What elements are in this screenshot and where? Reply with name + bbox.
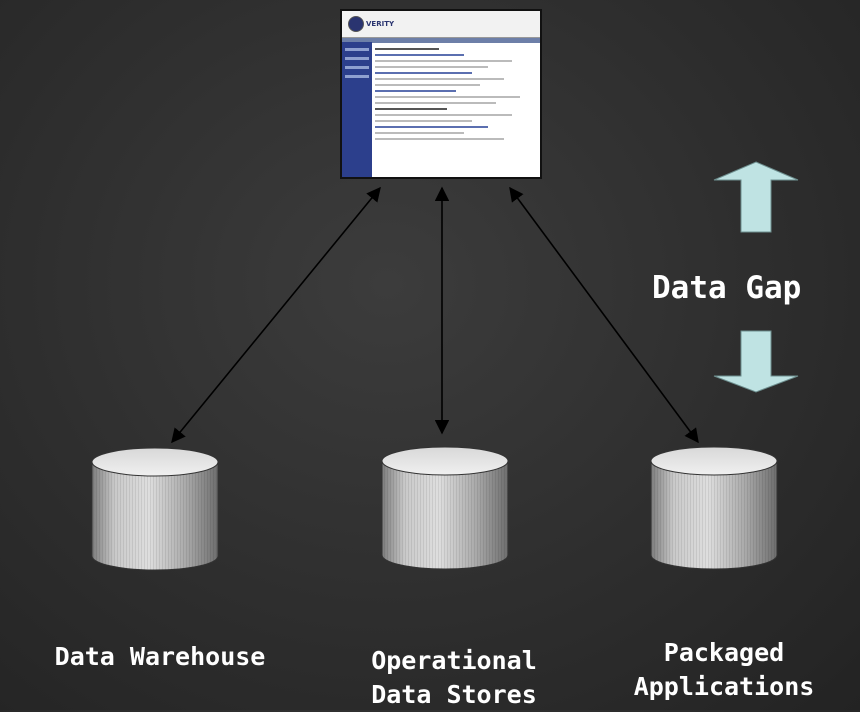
- screenshot-header: VERITY: [342, 11, 540, 38]
- cylinder-packaged: [650, 446, 778, 570]
- label-line: Operational: [371, 646, 537, 675]
- screenshot-logo-text: VERITY: [366, 20, 395, 28]
- label-line: Packaged: [663, 638, 785, 667]
- gap-up-arrow: [713, 161, 799, 233]
- label-data-warehouse: Data Warehouse: [22, 640, 298, 674]
- label-line: Data Stores: [371, 680, 537, 709]
- label-line: Applications: [633, 672, 815, 701]
- cylinder-warehouse: [91, 447, 219, 571]
- screenshot-logo-icon: [348, 16, 364, 32]
- cylinder-ods: [381, 446, 509, 570]
- screenshot-content: [375, 44, 536, 173]
- data-gap-label: Data Gap: [652, 270, 802, 306]
- screenshot-sidebar: [342, 42, 372, 177]
- label-line: Data Warehouse: [54, 642, 266, 671]
- connector-warehouse: [171, 186, 381, 444]
- label-packaged-applications: Packaged Applications: [606, 636, 842, 704]
- screenshot-topbar: [342, 38, 540, 43]
- web-portal-screenshot: VERITY: [340, 9, 542, 179]
- label-operational-data-stores: Operational Data Stores: [330, 644, 578, 712]
- gap-down-arrow: [713, 330, 799, 393]
- connector-packaged: [509, 186, 699, 444]
